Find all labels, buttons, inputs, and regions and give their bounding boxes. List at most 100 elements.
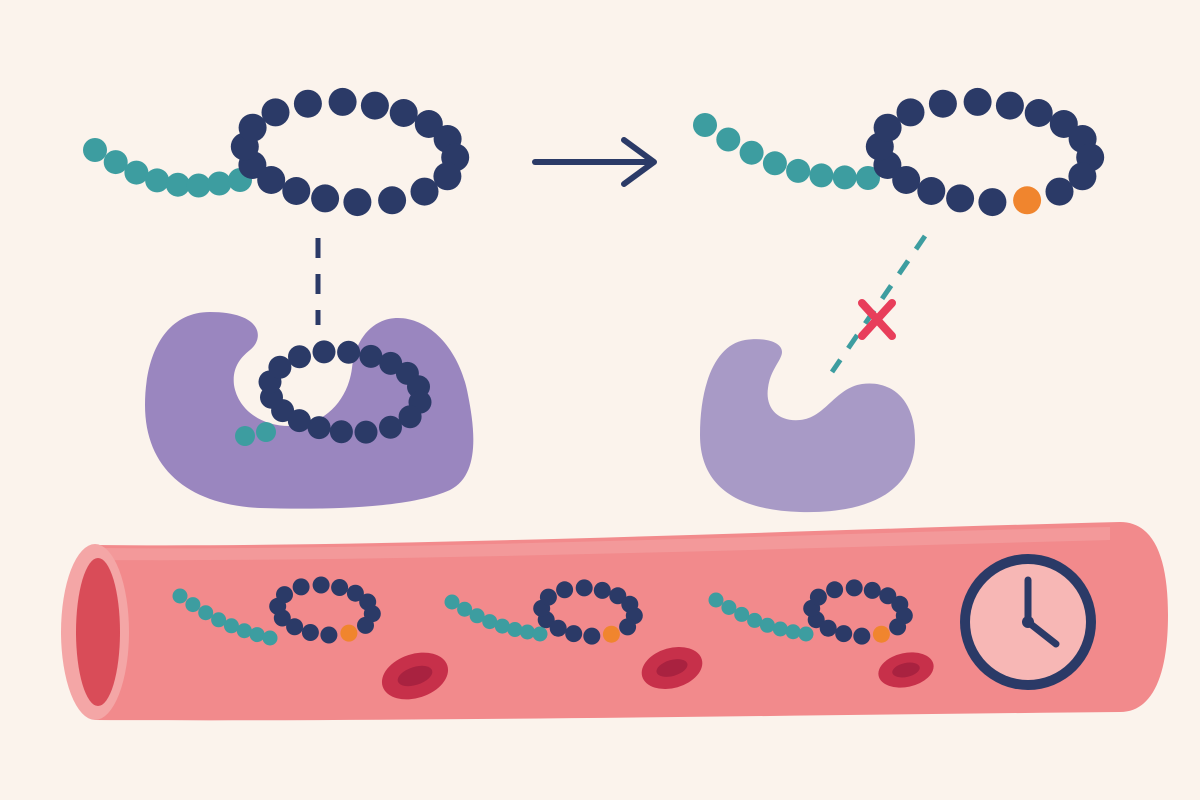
chain-bead bbox=[863, 581, 881, 599]
tail-bead bbox=[83, 138, 107, 162]
tail-bead bbox=[747, 612, 763, 628]
chain-bead bbox=[826, 581, 844, 599]
chain-bead bbox=[414, 110, 443, 138]
chain-bead bbox=[293, 89, 322, 118]
chain-bead bbox=[329, 420, 353, 444]
chain-bead bbox=[286, 618, 304, 636]
tail-bead bbox=[832, 165, 857, 190]
tail-bead bbox=[856, 166, 880, 190]
modification-bead bbox=[602, 625, 620, 643]
chain-bead bbox=[1068, 162, 1097, 191]
tail-bead bbox=[249, 627, 265, 643]
tail-bead bbox=[716, 127, 741, 152]
chain-bead bbox=[845, 579, 863, 597]
chain-bead bbox=[575, 579, 593, 597]
red-blood-cells bbox=[381, 646, 934, 700]
tail-bead bbox=[124, 160, 149, 185]
tail-bead bbox=[772, 621, 788, 637]
chain-bead bbox=[389, 99, 418, 127]
chain-bead bbox=[896, 98, 925, 127]
tail-bead bbox=[223, 618, 239, 634]
chain-bead bbox=[556, 581, 574, 599]
chain-bead bbox=[238, 113, 267, 142]
chain-bead bbox=[410, 177, 439, 206]
tail-bead bbox=[186, 173, 211, 198]
chain-bead bbox=[288, 345, 311, 369]
chain-bead bbox=[276, 586, 293, 604]
chain-bead bbox=[311, 184, 340, 213]
modified-peptide bbox=[693, 87, 1105, 217]
tail-bead bbox=[532, 626, 548, 642]
tail-bead bbox=[786, 158, 811, 183]
tail-bead bbox=[759, 617, 775, 633]
right-arrow-icon bbox=[532, 137, 657, 187]
tail-bead bbox=[734, 606, 750, 622]
modification-bead bbox=[1013, 186, 1042, 215]
tail-bead bbox=[165, 172, 190, 197]
chain-bead bbox=[873, 113, 902, 142]
tail-bead bbox=[721, 600, 737, 615]
chain-bead bbox=[312, 576, 330, 594]
chain-bead bbox=[301, 624, 319, 641]
chain-bead bbox=[379, 351, 403, 375]
chain-bead bbox=[433, 162, 462, 191]
chain-bead bbox=[320, 626, 338, 644]
chain-bead bbox=[359, 344, 383, 368]
chain-bead bbox=[892, 166, 921, 194]
chain-bead bbox=[354, 420, 378, 444]
tail-bead bbox=[507, 622, 523, 637]
chain-bead bbox=[928, 89, 957, 118]
tail-bead bbox=[798, 626, 814, 642]
tail-bead bbox=[785, 624, 801, 640]
x-mark-icon bbox=[858, 299, 896, 340]
tail-bead bbox=[236, 623, 252, 639]
chain-bead bbox=[337, 340, 361, 364]
chain-bead bbox=[565, 625, 583, 643]
red-blood-cell bbox=[878, 652, 934, 688]
chain-bead bbox=[357, 616, 374, 634]
circulating-peptide bbox=[444, 579, 643, 645]
chain-bead bbox=[609, 587, 627, 605]
chain-bead bbox=[978, 188, 1007, 217]
tail-bead bbox=[693, 113, 717, 137]
vessel-top-highlight bbox=[100, 527, 1110, 561]
chain-bead bbox=[583, 627, 601, 645]
blocked-dashed-line bbox=[829, 234, 928, 374]
tail-bead bbox=[207, 171, 232, 196]
unbound-receptor bbox=[700, 339, 915, 513]
tail-bead bbox=[444, 594, 460, 610]
tail-bead bbox=[457, 601, 473, 617]
chain-bead bbox=[307, 416, 331, 440]
chain-bead bbox=[539, 588, 557, 606]
tail-bead bbox=[172, 588, 188, 604]
chain-bead bbox=[549, 619, 567, 637]
chain-bead bbox=[819, 619, 837, 637]
chain-bead bbox=[917, 177, 946, 205]
chain-bead bbox=[261, 98, 290, 127]
chain-bead bbox=[282, 177, 311, 205]
tail-bead bbox=[519, 624, 535, 640]
tail-bead bbox=[235, 426, 255, 446]
chain-bead bbox=[1049, 110, 1078, 138]
chain-bead bbox=[378, 186, 407, 215]
receptor-bound-peptide bbox=[235, 340, 432, 446]
chain-bead bbox=[379, 415, 402, 439]
tail-bead bbox=[211, 612, 227, 628]
tail-bead bbox=[198, 605, 214, 621]
tail-bead bbox=[482, 614, 498, 630]
chain-bead bbox=[619, 618, 637, 636]
chain-bead bbox=[809, 588, 827, 606]
chain-bead bbox=[328, 87, 357, 116]
tail-bead bbox=[762, 151, 787, 176]
tail-bead bbox=[809, 163, 834, 188]
chain-bead bbox=[946, 184, 975, 213]
chain-bead bbox=[835, 625, 853, 643]
tail-bead bbox=[469, 608, 485, 624]
chain-bead bbox=[593, 581, 611, 599]
tail-bead bbox=[185, 597, 201, 613]
chain-bead bbox=[889, 618, 907, 636]
chain-bead bbox=[257, 166, 286, 194]
chain-bead bbox=[292, 578, 310, 596]
